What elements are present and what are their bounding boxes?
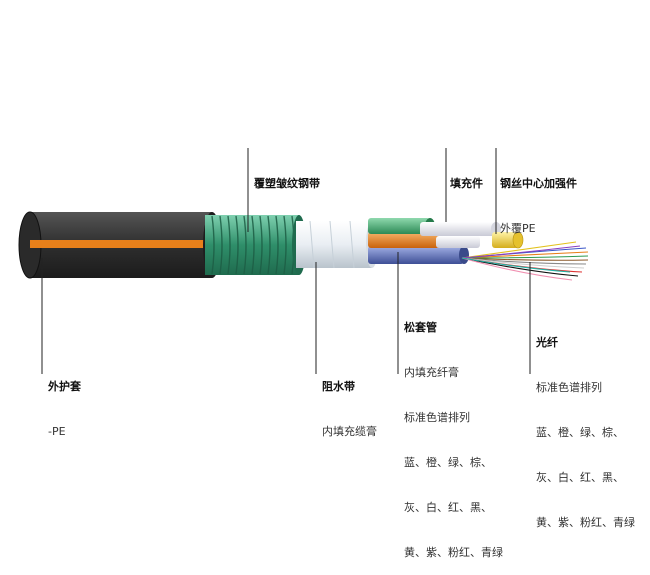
- water-blocking-tape: [296, 220, 378, 269]
- label-water-block-line-1: 内填充缆膏: [322, 425, 377, 438]
- label-loose-tube-line-3: 蓝、橙、绿、棕、: [404, 456, 492, 469]
- label-armor-title: 覆塑皱纹钢带: [254, 177, 320, 190]
- label-loose-tube-line-4: 灰、白、红、黑、: [404, 501, 492, 514]
- label-loose-tube-line-5: 黄、紫、粉红、青绿: [404, 546, 503, 559]
- loose-tube-blue: [368, 246, 469, 264]
- label-fiber-line-4: 黄、紫、粉红、青绿: [536, 516, 635, 529]
- leader-lines: [41, 148, 531, 374]
- label-fiber-line-2: 蓝、橙、绿、棕、: [536, 426, 624, 439]
- label-fiber-line-1: 标准色谱排列: [536, 381, 602, 394]
- label-fiber-line-3: 灰、白、红、黑、: [536, 471, 624, 484]
- label-water-block: 阻水带 内填充缆膏: [322, 349, 377, 454]
- label-strength-line-1: 外覆PE: [500, 222, 536, 235]
- corrugated-steel-armor: [205, 215, 306, 275]
- label-strength-member: 钢丝中心加强件 外覆PE: [500, 146, 577, 251]
- optical-fibers: [461, 241, 589, 281]
- strength-member: [492, 231, 524, 249]
- label-filler-title: 填充件: [450, 177, 483, 190]
- label-sheath: 外护套 -PE: [48, 349, 81, 454]
- sheath-stripe: [30, 240, 212, 248]
- label-sheath-title: 外护套: [48, 380, 81, 393]
- label-loose-tube-title: 松套管: [404, 321, 437, 334]
- label-loose-tube-line-1: 内填充纤膏: [404, 366, 459, 379]
- label-strength-title: 钢丝中心加强件: [500, 177, 577, 190]
- label-sheath-line-1: -PE: [48, 425, 66, 438]
- label-filler: 填充件: [450, 146, 483, 206]
- label-loose-tube: 松套管 内填充纤膏 标准色谱排列 蓝、橙、绿、棕、 灰、白、红、黑、 黄、紫、粉…: [404, 290, 503, 575]
- fillers: [420, 222, 501, 248]
- label-fiber-title: 光纤: [536, 336, 558, 349]
- label-fiber: 光纤 标准色谱排列 蓝、橙、绿、棕、 灰、白、红、黑、 黄、紫、粉红、青绿: [536, 305, 635, 545]
- label-loose-tube-line-2: 标准色谱排列: [404, 411, 470, 424]
- cable-diagram: [18, 148, 589, 374]
- label-armor: 覆塑皱纹钢带: [254, 146, 320, 206]
- outer-sheath: [18, 211, 221, 279]
- label-water-block-title: 阻水带: [322, 380, 355, 393]
